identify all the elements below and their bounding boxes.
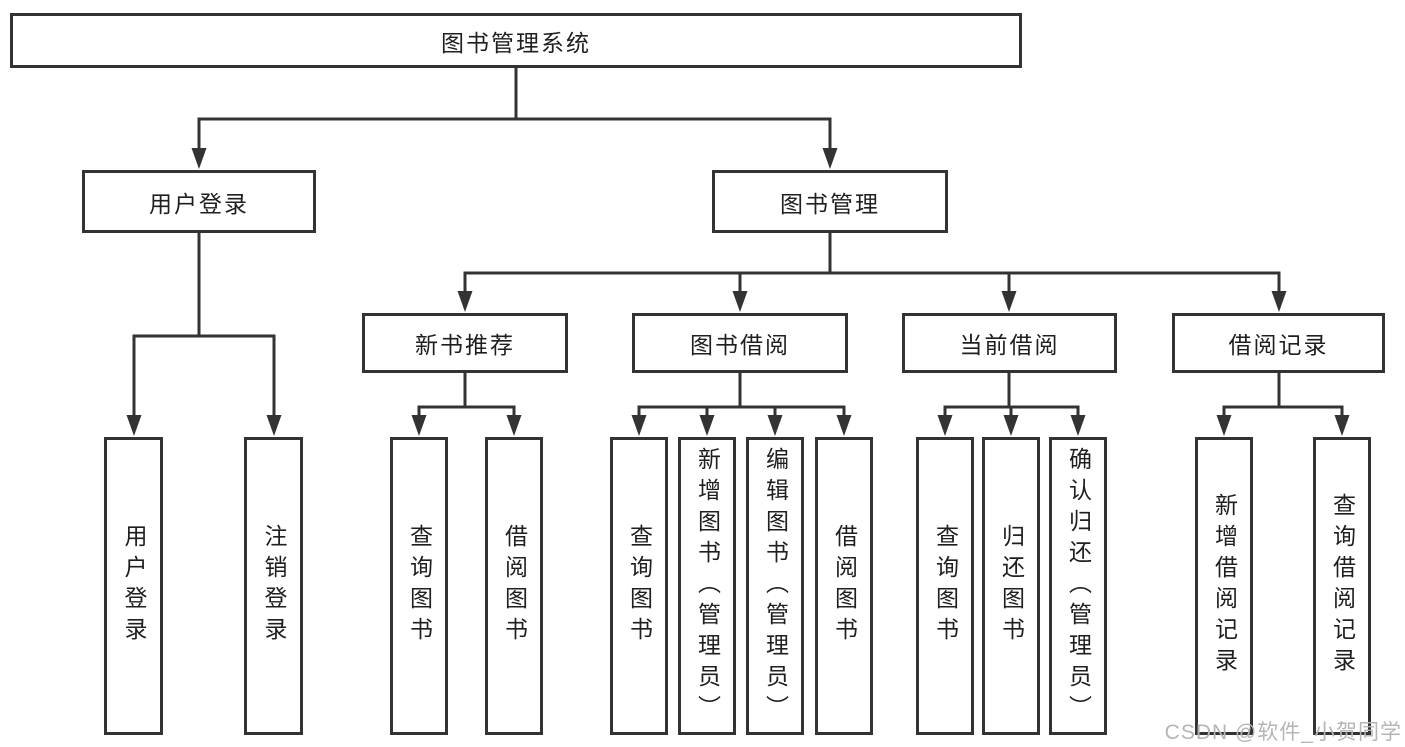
leaf-label: 编辑图书（管理员） [762,446,789,726]
node-library-management-system: 图书管理系统 [10,13,1022,68]
node-new-book-recommend: 新书推荐 [362,313,568,373]
leaf-query-book-borrow: 查询图书 [610,437,668,735]
leaf-label: 归还图书 [998,524,1025,648]
leaf-query-borrow-record: 查询借阅记录 [1313,437,1371,735]
node-current-borrow: 当前借阅 [902,313,1117,373]
leaf-label: 查询图书 [406,524,433,648]
csdn-watermark: CSDN @软件_小贺同学 [1164,721,1402,744]
node-label: 图书管理 [780,190,880,217]
node-label: 当前借阅 [959,332,1060,358]
leaf-query-book-current: 查询图书 [916,437,974,735]
leaf-label: 用户登录 [121,524,147,648]
leaf-add-book-admin: 新增图书（管理员） [678,437,736,735]
leaf-label: 新增借阅记录 [1211,493,1238,679]
node-book-borrow: 图书借阅 [632,313,848,373]
leaf-query-book-recommend: 查询图书 [390,437,448,735]
node-label: 用户登录 [149,190,249,217]
leaf-borrow-book-recommend: 借阅图书 [485,437,543,735]
leaf-label: 借阅图书 [501,524,528,648]
leaf-add-borrow-record: 新增借阅记录 [1195,437,1253,735]
leaf-label: 新增图书（管理员） [694,446,721,726]
node-label: 新书推荐 [415,332,515,358]
leaf-label: 查询图书 [932,524,959,648]
leaf-label: 确认归还（管理员） [1065,446,1092,726]
leaf-label: 查询借阅记录 [1329,493,1356,679]
leaf-return-book: 归还图书 [982,437,1040,735]
node-label: 借阅记录 [1228,332,1329,358]
node-borrow-records: 借阅记录 [1172,313,1385,373]
leaf-label: 查询图书 [626,524,653,648]
leaf-borrow-book: 借阅图书 [815,437,873,735]
leaf-label: 注销登录 [261,524,287,648]
node-user-login: 用户登录 [82,170,316,233]
node-label: 图书管理系统 [441,29,591,56]
leaf-label: 借阅图书 [831,524,858,648]
node-label: 图书借阅 [690,332,790,358]
node-book-management: 图书管理 [712,170,948,233]
leaf-user-login: 用户登录 [104,437,163,735]
leaf-edit-book-admin: 编辑图书（管理员） [746,437,804,735]
leaf-confirm-return-admin: 确认归还（管理员） [1049,437,1107,735]
leaf-logout: 注销登录 [244,437,303,735]
